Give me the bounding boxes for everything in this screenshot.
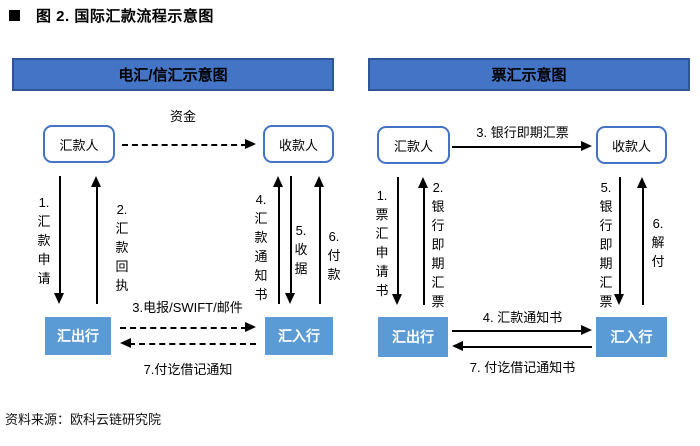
right-panel-title: 票汇示意图 [368,58,690,91]
right-remitting-bank: 汇出行 [378,317,448,357]
left-payee-node: 收款人 [263,125,334,163]
left-step3-label: 3.电报/SWIFT/邮件 [132,300,243,315]
left-step1-label: 1.汇款申请 [37,195,51,286]
right-receiving-bank: 汇入行 [596,317,667,357]
funds-label: 资金 [169,109,196,124]
left-receiving-bank: 汇入行 [265,317,333,355]
left-step5-label: 5.收据 [294,223,308,276]
figure-title: 图 2. 国际汇款流程示意图 [36,8,214,25]
right-step7-label: 7. 付讫借记通知书 [469,360,576,375]
left-remitter-node: 汇款人 [43,125,115,163]
right-step2-label: 2.银行即期汇票 [431,180,445,309]
left-step2-label: 2.汇款回执 [115,202,129,293]
right-step4-label: 4. 汇款通知书 [482,310,563,325]
left-step4-label: 4.汇款通知书 [254,192,268,302]
left-step6-label: 6.付款 [327,229,341,282]
right-payee-node: 收款人 [596,126,667,164]
left-step7-label: 7.付讫借记通知 [143,362,233,377]
source-note: 资料来源：欧科云链研究院 [5,412,162,427]
right-step6-label: 6.解付 [651,216,665,269]
right-step1-label: 1.票汇申请书 [375,188,389,298]
title-bullet-icon [9,10,20,21]
left-panel-title: 电汇/信汇示意图 [12,58,334,91]
right-step5-label: 5.银行即期汇票 [599,180,613,309]
right-step3-label: 3. 银行即期汇票 [476,125,569,140]
left-remitting-bank: 汇出行 [45,317,111,355]
right-remitter-node: 汇款人 [377,126,450,164]
